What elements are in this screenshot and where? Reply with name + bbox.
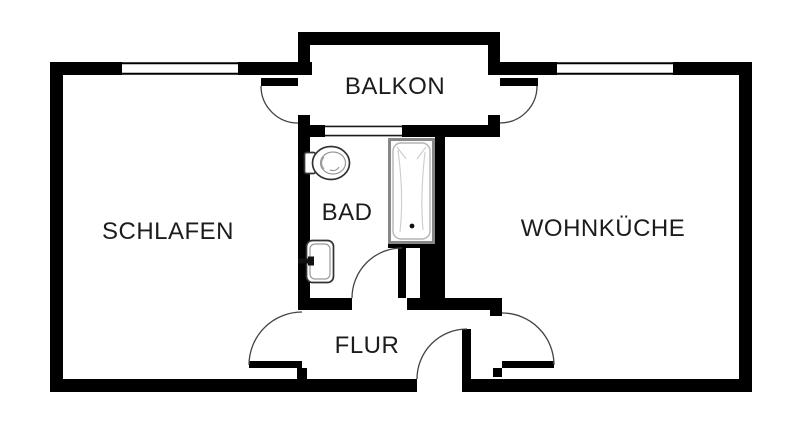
wall-right-exterior xyxy=(739,62,752,392)
wohnkueche-flur-door xyxy=(493,312,555,377)
wohnkueche-flur-door-arc xyxy=(501,312,555,366)
wohnkueche-top-window xyxy=(557,62,673,75)
schlafen-flur-door-leaf xyxy=(249,361,302,368)
wall-stub-flur-left xyxy=(297,368,307,379)
balkon-door-schlafen-leaf xyxy=(261,78,298,86)
sink-faucet xyxy=(298,258,311,264)
wall-balkon-right xyxy=(488,32,500,75)
entrance-door xyxy=(416,328,471,380)
balkon-door-wohnkueche xyxy=(499,78,538,124)
wohnkueche-flur-door-stub xyxy=(493,368,502,377)
wall-left-exterior xyxy=(50,62,63,392)
wall-tub-right xyxy=(435,137,445,243)
room-label-flur: FLUR xyxy=(335,332,400,359)
room-label-wohnkueche: WOHNKÜCHE xyxy=(521,215,686,242)
entrance-door-arc xyxy=(416,328,468,380)
balkon-bad-window xyxy=(325,125,402,137)
wall-bad-bottom-left xyxy=(298,298,352,310)
balkon-door-schlafen-arc xyxy=(260,85,299,124)
wall-bottom-left-section xyxy=(50,379,417,392)
schlafen-top-window xyxy=(122,62,238,75)
wall-balkon-left xyxy=(298,32,310,75)
balkon-door-schlafen xyxy=(260,78,299,124)
entrance-door-leaf xyxy=(462,329,471,379)
wall-balkon-top xyxy=(300,32,490,45)
wall-bottom-right-section xyxy=(462,379,752,392)
wall-bad-bottom-right xyxy=(407,298,502,310)
sink xyxy=(298,239,335,284)
room-label-bad: BAD xyxy=(322,199,373,226)
bad-door xyxy=(351,247,406,299)
wall-below-tub xyxy=(420,243,445,299)
balkon-door-wohnkueche-leaf xyxy=(500,78,538,86)
balkon-door-wohnkueche-arc xyxy=(499,85,538,124)
wall-stub-wohnkueche-door-top xyxy=(490,310,502,316)
schlafen-flur-door xyxy=(248,311,303,368)
bad-door-leaf xyxy=(398,248,406,298)
sink-faucet-head xyxy=(308,256,314,266)
room-label-balkon: BALKON xyxy=(345,73,445,100)
tub-drain xyxy=(409,223,415,229)
wall-balkon-right-below-door xyxy=(488,115,500,137)
schlafen-flur-door-arc xyxy=(248,311,303,366)
wohnkueche-flur-door-leaf xyxy=(502,361,554,368)
bad-door-arc xyxy=(351,247,403,299)
toilet xyxy=(303,145,351,181)
room-label-schlafen: SCHLAFEN xyxy=(102,218,234,245)
bathtub xyxy=(388,138,435,244)
